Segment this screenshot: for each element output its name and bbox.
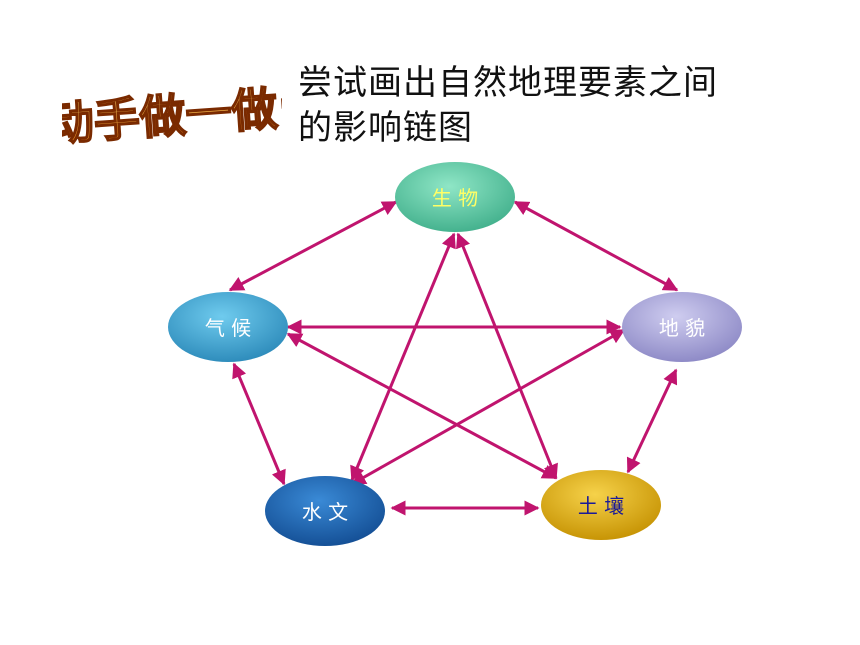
node-biology-label: 生 物 xyxy=(432,186,478,210)
node-landform-label: 地 貌 xyxy=(659,316,705,340)
node-biology: 生 物 xyxy=(395,162,515,232)
arrow-climate-soil xyxy=(286,332,558,480)
arrow-biology-soil xyxy=(456,232,558,480)
node-landform: 地 貌 xyxy=(622,292,742,362)
arrows xyxy=(228,200,679,516)
arrow-climate-hydrology xyxy=(232,362,286,486)
arrow-biology-hydrology xyxy=(350,232,456,482)
arrow-biology-landform xyxy=(513,200,679,292)
node-hydrology-label: 水 文 xyxy=(302,500,348,524)
node-hydrology-shape xyxy=(265,476,385,546)
node-landform-shape xyxy=(622,292,742,362)
node-soil-label: 土 壤 xyxy=(578,494,624,518)
arrow-landform-soil xyxy=(626,368,678,474)
instruction-line-1: 尝试画出自然地理要素之间 xyxy=(298,63,718,103)
instruction-line-2: 的影响链图 xyxy=(298,108,473,148)
node-climate-shape xyxy=(168,292,288,362)
node-biology-shape xyxy=(395,162,515,232)
arrow-biology-climate xyxy=(228,200,398,292)
arrow-landform-hydrology xyxy=(350,328,626,486)
node-hydrology: 水 文 xyxy=(265,476,385,546)
node-climate-label: 气 候 xyxy=(205,316,251,340)
node-soil-shape xyxy=(541,470,661,540)
node-climate: 气 候 xyxy=(168,292,288,362)
node-soil: 土 壤 xyxy=(541,470,661,540)
header-badge: 动手做一做: xyxy=(62,80,282,153)
